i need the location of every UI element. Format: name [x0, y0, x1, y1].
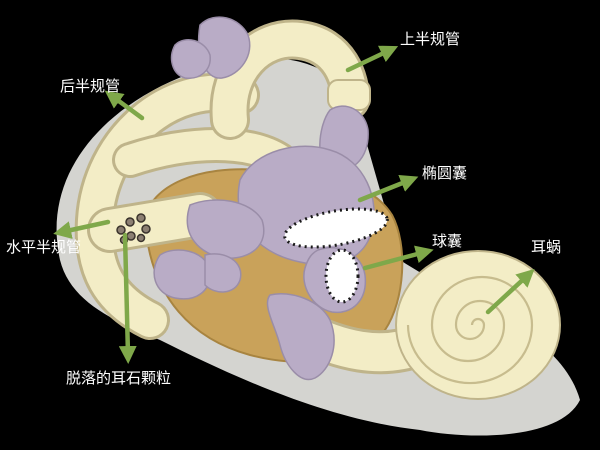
cochlea — [395, 250, 561, 400]
label-posterior-canal: 后半规管 — [60, 77, 121, 95]
arrow-horizontal-canal — [53, 219, 111, 239]
label-otoconia: 脱落的耳石颗粒 — [66, 369, 172, 387]
superior-canal-ampulla — [327, 79, 371, 111]
arrow-otoconia — [118, 232, 137, 364]
label-saccule: 球囊 — [432, 232, 463, 250]
arrow-cochlea — [485, 268, 535, 315]
arrow-saccule — [362, 245, 434, 271]
utricle-macula — [283, 207, 389, 249]
label-cochlea: 耳蜗 — [531, 238, 562, 256]
arrow-posterior-canal — [104, 90, 145, 121]
saccule-macula — [324, 248, 360, 304]
arrow-superior-canal — [345, 45, 399, 73]
label-utricle: 椭圆囊 — [422, 164, 468, 182]
label-horizontal-canal: 水平半规管 — [6, 238, 82, 256]
arrow-utricle — [357, 174, 419, 203]
label-superior-canal: 上半规管 — [400, 30, 461, 48]
